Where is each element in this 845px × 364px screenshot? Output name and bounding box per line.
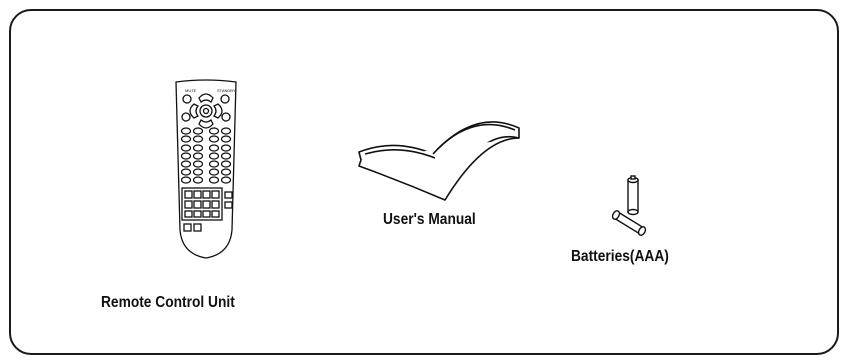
remote-control-label: Remote Control Unit (101, 294, 235, 311)
book-icon (358, 121, 520, 201)
svg-text:STANDBY: STANDBY (217, 88, 236, 93)
batteries-label: Batteries(AAA) (571, 248, 669, 265)
svg-text:MUTE: MUTE (185, 88, 197, 93)
accessories-panel (9, 9, 839, 355)
remote-control-icon: MUTE STANDBY (175, 79, 237, 259)
batteries-icon (611, 175, 647, 236)
users-manual-label: User's Manual (383, 211, 476, 228)
